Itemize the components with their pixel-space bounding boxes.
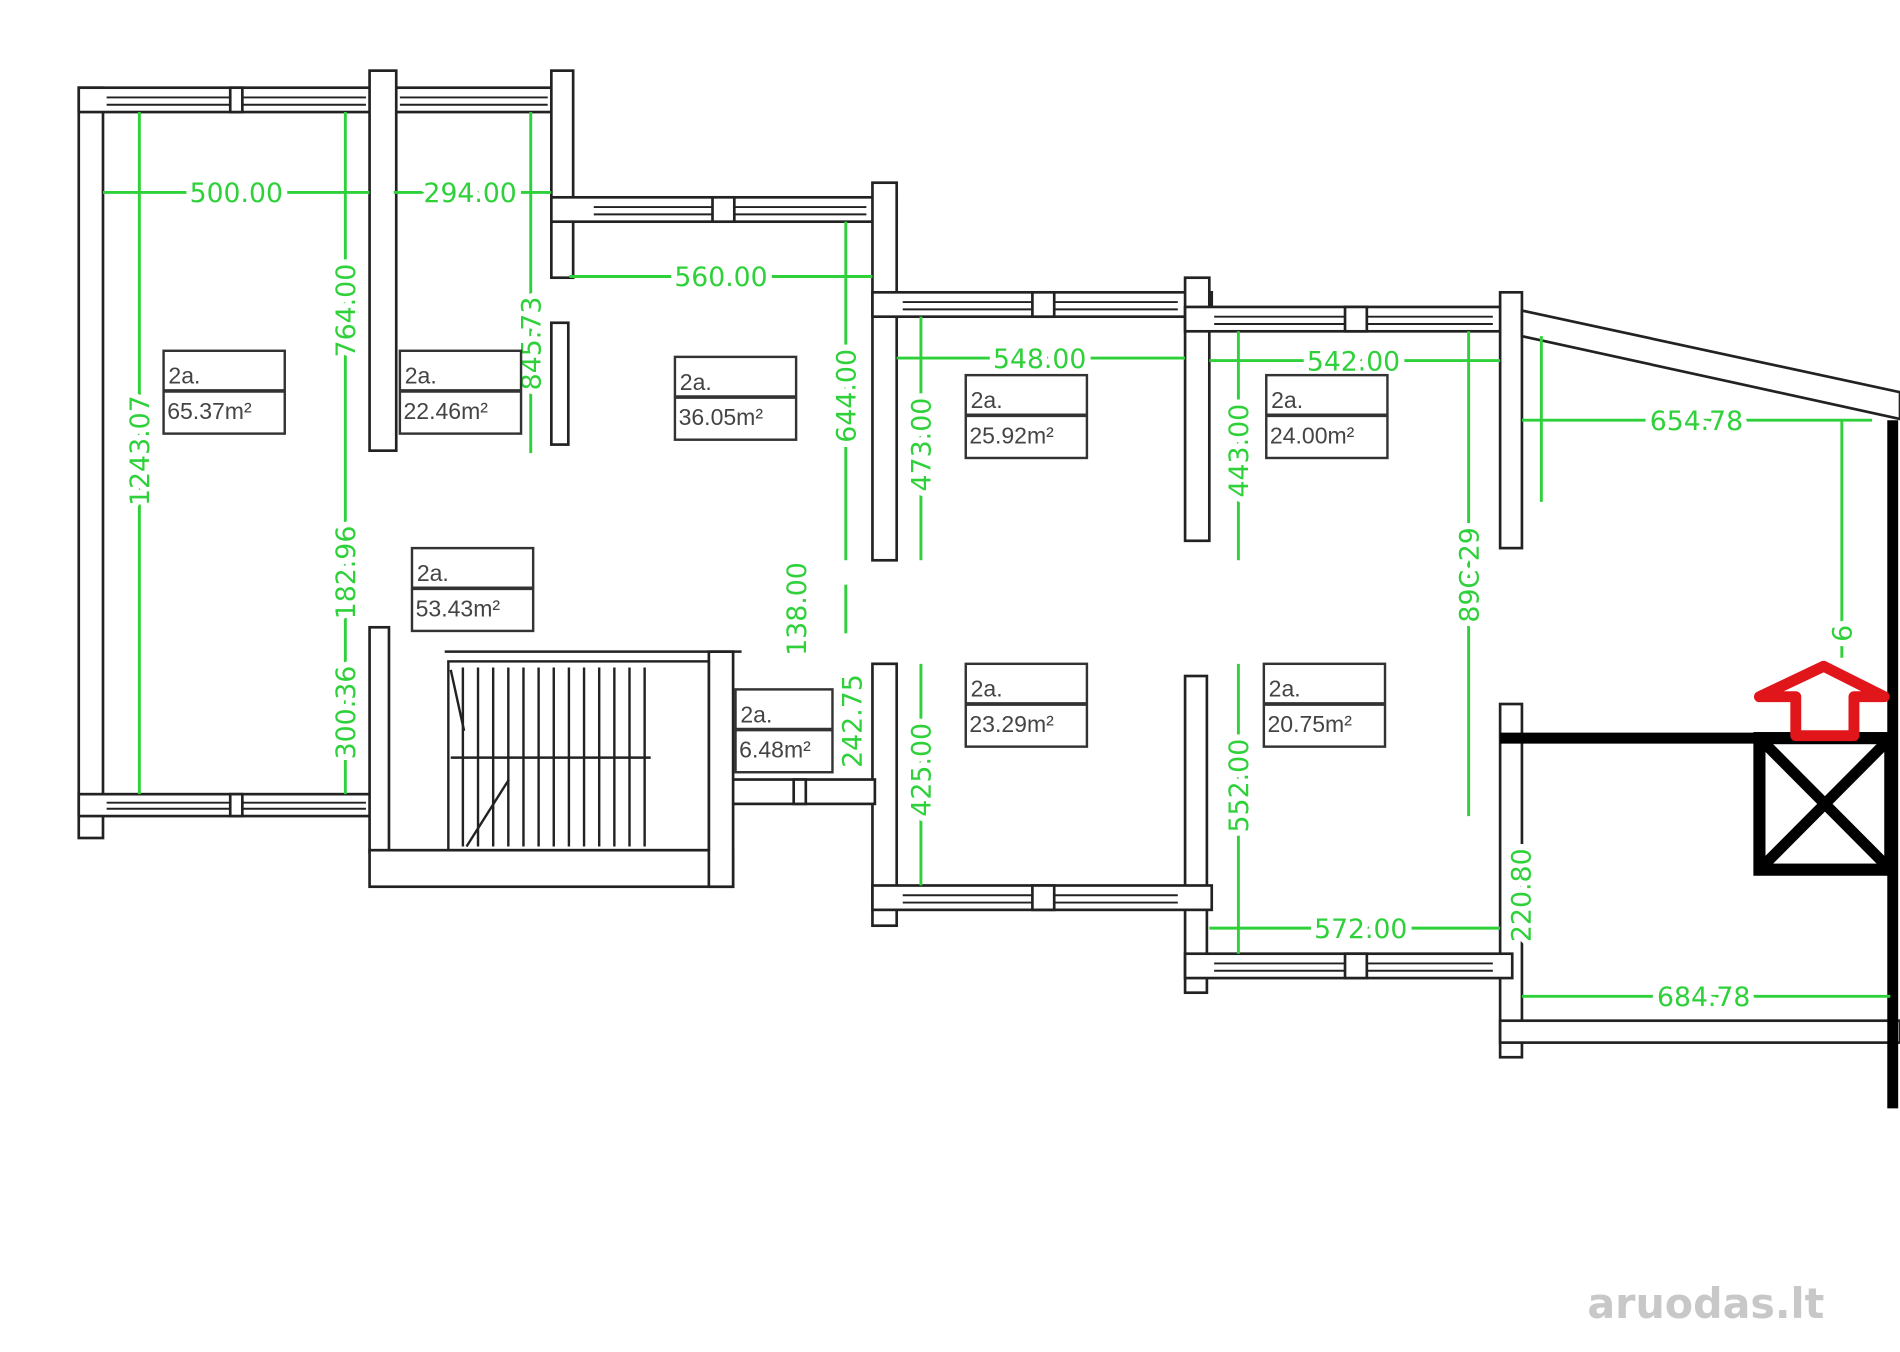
dim-label: 242.75 — [838, 674, 869, 768]
room-area: 65.37m² — [167, 398, 252, 424]
room-type: 2a. — [971, 387, 1003, 413]
dim-label: 182.96 — [331, 526, 362, 620]
room-area: 20.75m² — [1267, 711, 1352, 737]
room-type: 2a. — [1269, 676, 1301, 702]
dim-label: 654.78 — [1650, 406, 1743, 437]
walls — [77, 69, 1900, 1109]
room-label: 2a. 23.29m² — [964, 662, 1089, 748]
dimension-lines — [102, 112, 1891, 998]
dim-label: 294.00 — [424, 178, 517, 209]
room-label: 2a. 65.37m² — [162, 349, 286, 435]
dim-label: 1243.07 — [125, 395, 156, 506]
room-labels: 2a. 65.37m² 2a. 22.46m² 2a. 36.05m² 2a. 53.43m²… — [162, 349, 1389, 774]
dim-label: 764.00 — [331, 264, 362, 358]
room-area: 53.43m² — [416, 595, 501, 621]
dim-label: 552.00 — [1224, 739, 1255, 833]
dim-label: 560.00 — [674, 262, 767, 293]
watermark-logo: aruodas.lt — [1587, 1280, 1824, 1328]
room-label: 2a. 25.92m² — [964, 373, 1089, 460]
dim-label: 89C 29 — [1454, 527, 1485, 622]
room-area: 6.48m² — [739, 737, 811, 763]
room-type: 2a. — [168, 363, 200, 389]
dim-label: 443.00 — [1224, 404, 1255, 498]
room-area: 23.29m² — [969, 711, 1054, 737]
dim-label: 548.00 — [993, 344, 1086, 375]
room-type: 2a. — [740, 701, 772, 727]
room-type: 2a. — [971, 676, 1003, 702]
room-label: 2a. 22.46m² — [398, 349, 523, 435]
dim-label: 300.36 — [331, 666, 362, 760]
room-area: 36.05m² — [679, 404, 764, 430]
dim-label: 473.00 — [907, 398, 938, 492]
dim-label: 6 — [1828, 625, 1859, 642]
room-area: 25.92m² — [969, 422, 1054, 448]
entrance-arrow-icon — [1753, 660, 1890, 742]
room-label: 2a. 20.75m² — [1262, 662, 1387, 748]
dim-label: 138.00 — [782, 562, 813, 656]
room-type: 2a. — [1271, 387, 1303, 413]
dim-label: 425.00 — [907, 723, 938, 817]
dimension-labels: 500.00 294.00 560.00 548.00 542.00 654.7… — [119, 172, 1865, 1019]
room-area: 24.00m² — [1270, 422, 1355, 448]
staircase — [444, 650, 742, 852]
dim-label: 500.00 — [190, 178, 283, 209]
room-type: 2a. — [417, 560, 449, 586]
room-label: 2a. 6.48m² — [734, 688, 834, 774]
dim-label: 542.00 — [1307, 346, 1400, 377]
elevator-shaft — [1753, 732, 1897, 876]
room-label: 2a. 24.00m² — [1265, 373, 1389, 460]
room-label: 2a. 53.43m² — [410, 546, 535, 633]
room-type: 2a. — [405, 363, 437, 389]
room-type: 2a. — [680, 369, 712, 395]
dim-label: 644.00 — [832, 349, 863, 443]
room-label: 2a. 36.05m² — [673, 355, 798, 441]
room-area: 22.46m² — [404, 398, 489, 424]
dim-label: 572.00 — [1314, 914, 1407, 945]
dim-label: 220.80 — [1506, 848, 1537, 942]
dim-label: 684.78 — [1657, 982, 1750, 1013]
